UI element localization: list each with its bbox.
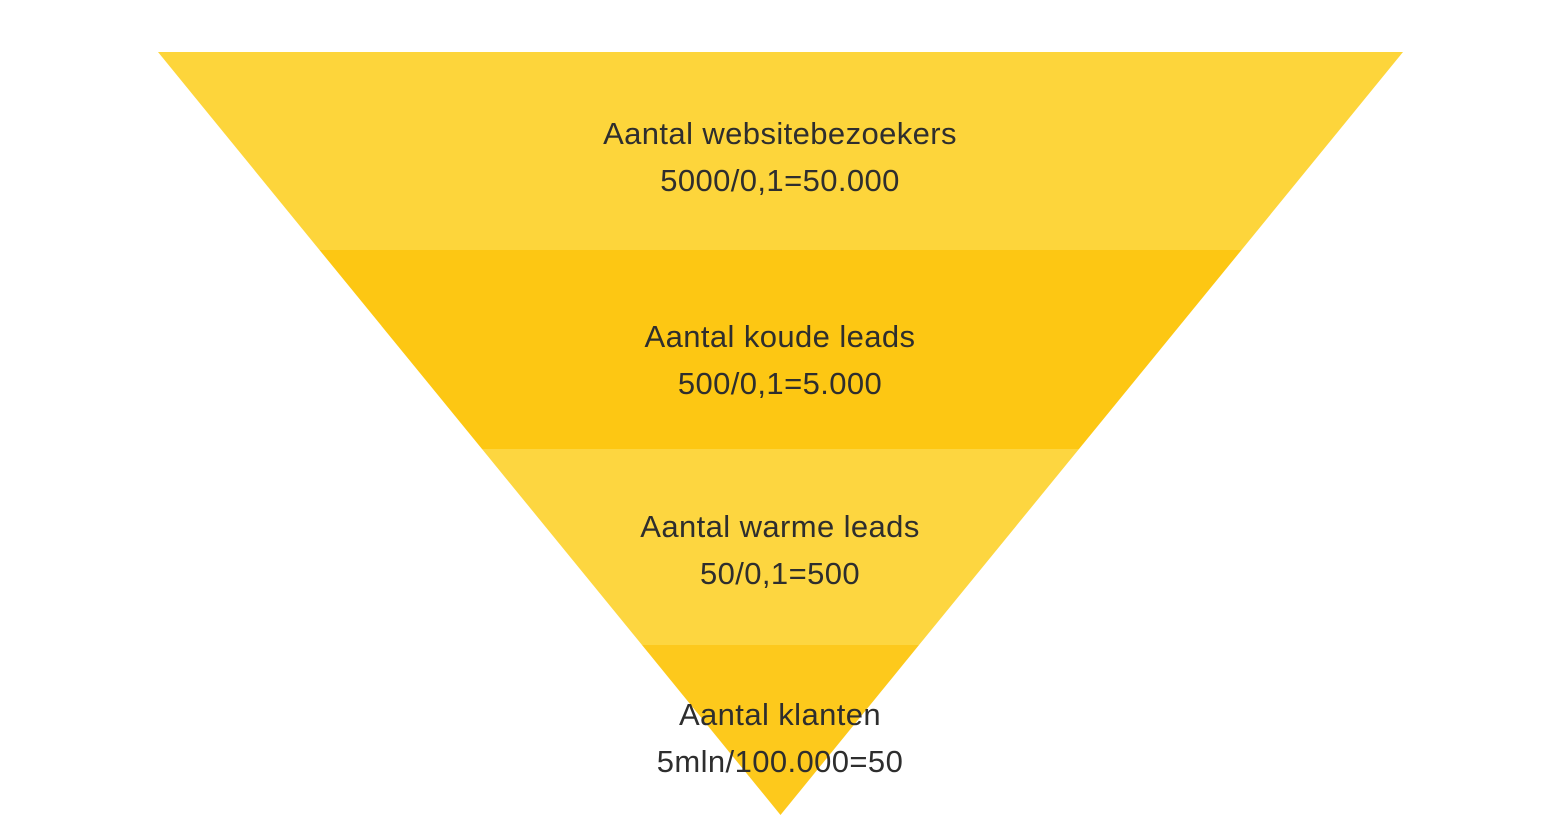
funnel-band-koude-leads: [319, 250, 1242, 449]
funnel-band-websitebezoekers: [158, 52, 1403, 250]
layer-formula: 5000/0,1=50.000: [660, 163, 900, 198]
funnel-label-block-koude-leads: Aantal koude leads 500/0,1=5.000: [0, 313, 1560, 407]
layer-label: Aantal klanten: [678, 697, 882, 732]
funnel-label-block-warme-leads: Aantal warme leads 50/0,1=500: [0, 503, 1560, 597]
layer-label: Aantal koude leads: [644, 319, 916, 354]
layer-label: Aantal warme leads: [640, 509, 920, 544]
layer-formula: 500/0,1=5.000: [677, 366, 883, 401]
funnel-label-block-klanten: Aantal klanten 5mln/100.000=50: [0, 691, 1560, 785]
layer-label: Aantal websitebezoekers: [603, 116, 957, 151]
funnel-label-block-websitebezoekers: Aantal websitebezoekers 5000/0,1=50.000: [0, 110, 1560, 204]
layer-formula: 50/0,1=500: [699, 556, 860, 591]
layer-formula: 5mln/100.000=50: [656, 744, 904, 779]
